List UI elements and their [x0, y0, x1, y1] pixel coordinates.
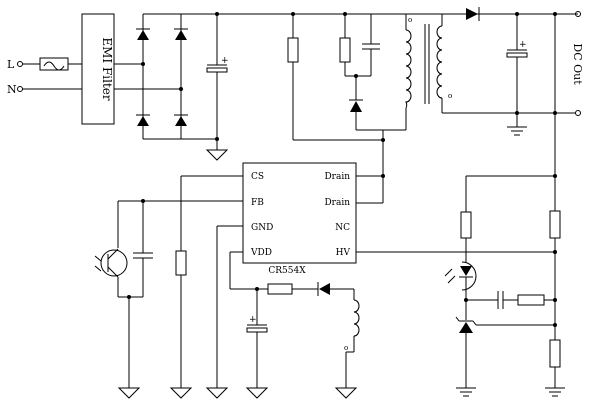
ic-pin-fb: FB [251, 198, 264, 208]
optocoupler-led [444, 261, 477, 291]
bulk-capacitor: + [143, 12, 578, 161]
divider-resistor-bottom [549, 339, 561, 368]
secondary-winding-dot: o [448, 92, 452, 100]
ground-icon [205, 149, 229, 161]
ic-pin-gnd: GND [251, 223, 273, 233]
bulk-cap-polarity: + [221, 56, 229, 66]
optocoupler-phototransistor [94, 248, 128, 278]
fuse [39, 57, 69, 71]
output-cap-polarity: + [519, 40, 527, 50]
compensation-resistor [517, 294, 545, 306]
output-capacitor: + [506, 14, 528, 136]
ic-pin-drain-2: Drain [324, 198, 350, 208]
snubber-resistor [339, 37, 351, 63]
cs-fb-network [94, 175, 243, 399]
primary-winding-dot: o [408, 16, 412, 24]
snubber-network [287, 12, 407, 203]
aux-winding-dot: o [344, 344, 348, 352]
dc-out-terminal-negative [575, 110, 581, 116]
vdd-cap-polarity: + [249, 315, 257, 325]
input-section: L N EMI Filter [7, 13, 127, 125]
ground-icon [117, 387, 141, 399]
vdd-resistor [267, 283, 293, 295]
ground-icon [205, 387, 229, 399]
neutral-terminal [17, 86, 23, 92]
divider-resistor-top [549, 210, 561, 239]
ground-icon [334, 387, 358, 399]
ic-gnd-wiring [205, 225, 243, 399]
snubber-diode [349, 76, 363, 130]
output-diode [466, 7, 480, 21]
vdd-capacitor [246, 327, 268, 333]
ic-pin-nc: NC [335, 223, 350, 233]
emi-filter [81, 13, 115, 125]
bridge-rectifier [127, 14, 188, 139]
transformer: o o [405, 14, 452, 118]
line-label: L [7, 58, 15, 71]
ic-pin-vdd: VDD [250, 248, 272, 258]
dc-out-terminal-positive [575, 11, 581, 17]
shunt-regulator [455, 316, 477, 333]
dc-out-label: DC Out [571, 43, 584, 85]
output-section: DC Out + [442, 7, 584, 136]
emi-filter-label: EMI Filter [100, 37, 114, 101]
ic-part-number: CR554X [268, 266, 306, 276]
bridge-diode-1 [136, 28, 150, 40]
ground-icon [245, 387, 269, 399]
primary-winding [405, 29, 412, 109]
auxiliary-winding [353, 299, 360, 337]
controller-ic: CS FB GND VDD Drain Drain NC HV CR554X [242, 14, 557, 276]
line-terminal [17, 61, 23, 67]
ic-pin-hv: HV [336, 248, 351, 258]
vdd-diode [317, 282, 330, 296]
bridge-diode-3 [136, 114, 150, 126]
bridge-diode-4 [174, 114, 188, 126]
ic-pin-drain-1: Drain [324, 172, 350, 182]
ic-pin-cs: CS [251, 172, 264, 182]
ground-icon [169, 387, 193, 399]
vdd-supply-network: + o [229, 251, 360, 399]
cs-resistor [175, 250, 187, 276]
neutral-label: N [7, 83, 17, 96]
bridge-diode-2 [174, 28, 188, 40]
snubber-resistor-top [287, 37, 299, 63]
ic-body [242, 162, 357, 264]
feedback-network [444, 176, 565, 397]
feedback-resistor-led [460, 211, 472, 239]
secondary-winding [436, 25, 443, 99]
